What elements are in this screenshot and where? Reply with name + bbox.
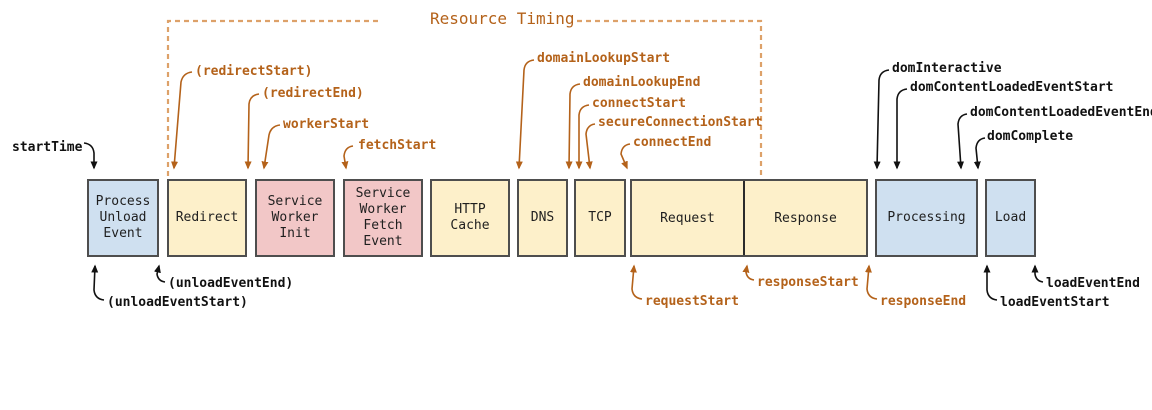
box-label: DNS	[530, 210, 555, 225]
label-domComplete: domComplete	[987, 129, 1074, 144]
connector-domainLookupStart	[515, 59, 535, 170]
resource-timing-title: Resource Timing	[430, 9, 575, 28]
label-domainLookupStart: domainLookupStart	[537, 51, 671, 66]
label-unloadEventStart: (unloadEventStart)	[107, 295, 248, 310]
box-label: Request	[660, 210, 715, 226]
connector-unloadEventStart	[91, 264, 105, 301]
label-responseStart: responseStart	[757, 275, 859, 290]
label-fetchStart: fetchStart	[358, 138, 437, 153]
box-label: HTTP Cache	[450, 202, 490, 233]
box-label: Process Unload Event	[95, 194, 151, 241]
label-startTime: startTime	[12, 140, 83, 155]
connector-connectEnd	[620, 143, 631, 170]
connector-loadEventEnd	[1031, 264, 1044, 283]
label-connectStart: connectStart	[592, 96, 686, 111]
connector-workerStart	[261, 124, 281, 170]
connector-domComplete	[973, 137, 986, 170]
connector-loadEventStart	[983, 264, 998, 301]
connector-startTime	[83, 142, 98, 170]
box-request-response: Request Response	[630, 179, 868, 257]
box-label: TCP	[588, 210, 612, 225]
box-label: Redirect	[175, 210, 239, 225]
connector-secureConnectionStart	[585, 123, 596, 170]
box-label: Service Worker Init	[267, 194, 323, 241]
label-secureConnectionStart: secureConnectionStart	[598, 115, 763, 130]
label-loadEventStart: loadEventStart	[1000, 295, 1110, 310]
box-process-unload-event: Process Unload Event	[87, 179, 159, 257]
box-processing: Processing	[875, 179, 978, 257]
connector-unloadEventEnd	[154, 264, 166, 283]
label-requestStart: requestStart	[645, 294, 739, 309]
label-responseEnd: responseEnd	[880, 294, 967, 309]
box-label: Service Worker Fetch Event	[355, 186, 411, 249]
label-domainLookupEnd: domainLookupEnd	[583, 75, 701, 90]
connector-fetchStart	[341, 145, 354, 170]
box-service-worker-fetch-event: Service Worker Fetch Event	[343, 179, 423, 257]
box-redirect: Redirect	[167, 179, 247, 257]
box-load: Load	[985, 179, 1036, 257]
connector-redirectStart	[171, 71, 193, 170]
box-tcp: TCP	[574, 179, 626, 257]
label-domContentLoadedEventEnd: domContentLoadedEventEnd	[970, 105, 1152, 120]
label-domContentLoadedEventStart: domContentLoadedEventStart	[910, 80, 1114, 95]
label-redirectEnd: (redirectEnd)	[262, 86, 364, 101]
box-label: Response	[774, 210, 837, 226]
connector-domInteractive	[873, 69, 890, 170]
connector-requestStart	[629, 264, 643, 300]
connector-responseEnd	[864, 264, 878, 300]
label-domInteractive: domInteractive	[892, 61, 1002, 76]
connector-domainLookupEnd	[565, 83, 581, 170]
box-response: Response	[745, 181, 866, 255]
label-redirectStart: (redirectStart)	[195, 64, 313, 79]
label-workerStart: workerStart	[283, 117, 370, 132]
label-connectEnd: connectEnd	[633, 135, 712, 150]
box-http-cache: HTTP Cache	[430, 179, 510, 257]
box-request: Request	[632, 181, 745, 255]
box-label: Load	[994, 210, 1027, 225]
label-loadEventEnd: loadEventEnd	[1046, 276, 1140, 291]
label-unloadEventEnd: (unloadEventEnd)	[168, 276, 294, 291]
box-label: Processing	[887, 210, 966, 225]
connector-responseStart	[742, 264, 755, 281]
connector-redirectEnd	[244, 93, 260, 170]
connector-connectStart	[575, 104, 590, 170]
connector-domContentLoadedEventEnd	[957, 113, 968, 170]
box-dns: DNS	[517, 179, 568, 257]
connector-domContentLoadedEventStart	[893, 88, 908, 170]
box-service-worker-init: Service Worker Init	[255, 179, 335, 257]
